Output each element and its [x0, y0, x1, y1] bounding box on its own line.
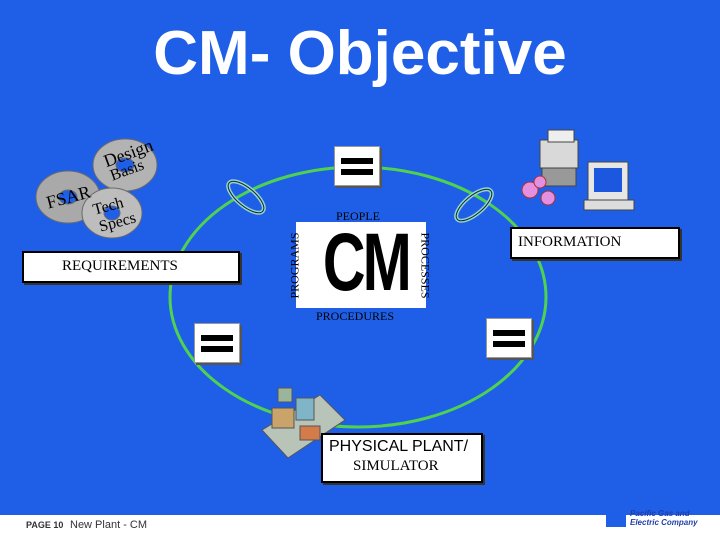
pge-logo-text-1: Pacific Gas and	[630, 509, 690, 518]
physical-plant-box: PHYSICAL PLANT/ SIMULATOR	[321, 433, 483, 483]
cycle-arrow-icon	[226, 179, 266, 215]
equals-icon	[194, 323, 240, 363]
physical-plant-label-1: PHYSICAL PLANT/	[329, 438, 469, 455]
people-label: PEOPLE	[336, 209, 381, 223]
center-box	[296, 222, 426, 308]
programs-label: PROGRAMS	[287, 232, 302, 299]
processes-label: PROCESSES	[418, 232, 433, 299]
footer-page-number: PAGE 10	[26, 520, 64, 530]
equals-icon	[486, 318, 532, 358]
cycle-arrow-icon	[454, 187, 494, 223]
page-title: CM- Objective	[153, 19, 567, 88]
equals-icon	[334, 146, 380, 186]
disk-icon-tech-specs	[81, 187, 143, 239]
information-box: INFORMATION	[510, 227, 680, 259]
pge-logo-icon	[606, 511, 626, 527]
requirements-label: REQUIREMENTS	[62, 258, 178, 274]
footer-bar	[0, 515, 720, 540]
procedures-label: PROCEDURES	[316, 309, 395, 323]
pge-logo-text-2: Electric Company	[630, 518, 698, 527]
physical-plant-label-2: SIMULATOR	[353, 458, 439, 474]
requirements-box: REQUIREMENTS	[22, 251, 240, 283]
footer-section: New Plant - CM	[70, 519, 148, 531]
computer-icon	[521, 129, 635, 211]
physical-plant-icon	[261, 387, 346, 459]
information-label: INFORMATION	[518, 234, 622, 250]
disk-icon-design-basis	[92, 138, 158, 192]
cm-label: CM	[322, 217, 412, 308]
